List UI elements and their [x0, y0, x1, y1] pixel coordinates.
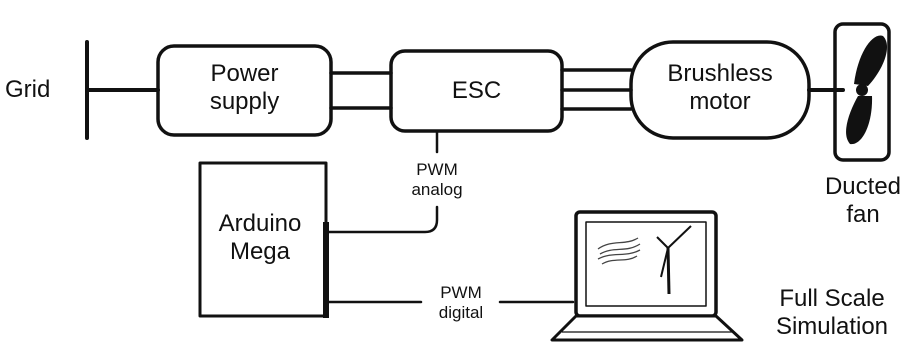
arduino-label-line1: Arduino [218, 210, 302, 237]
pwm-analog-label-line1: PWM [416, 160, 458, 179]
arduino-label: Arduino Mega [200, 210, 320, 265]
pwm-analog-line-lower [327, 205, 439, 234]
esc-label: ESC [451, 77, 502, 104]
grid-label: Grid [5, 76, 51, 103]
fan-label: Ducted fan [818, 173, 908, 228]
motor-label: Brushless motor [631, 60, 809, 115]
power-supply-label: Power supply [158, 60, 331, 115]
arduino-label-line2: Mega [229, 237, 291, 265]
wind-icon [597, 237, 641, 265]
power-supply-label-line1: Power [210, 60, 279, 87]
simulation-label-line2: Simulation [775, 312, 889, 340]
ducted-fan-icon [833, 22, 891, 162]
power-supply-box [156, 44, 333, 137]
pwm-analog-label: PWM analog [397, 160, 477, 199]
pwm-digital-label: PWM digital [420, 283, 502, 322]
pwm-analog-label-line2: analog [411, 179, 463, 199]
motor-label-line2: motor [689, 87, 751, 115]
simulation-label: Full Scale Simulation [752, 285, 912, 340]
motor-label-line1: Brushless [667, 60, 773, 87]
simulation-label-line1: Full Scale [779, 285, 885, 312]
power-supply-label-line2: supply [209, 87, 280, 115]
pwm-digital-label-line1: PWM [440, 283, 482, 302]
laptop-icon [550, 210, 744, 342]
fan-label-line1: Ducted [824, 173, 902, 200]
wind-turbine-icon [656, 225, 692, 295]
pwm-digital-label-line2: digital [438, 302, 484, 322]
fan-label-line2: fan [846, 200, 880, 228]
